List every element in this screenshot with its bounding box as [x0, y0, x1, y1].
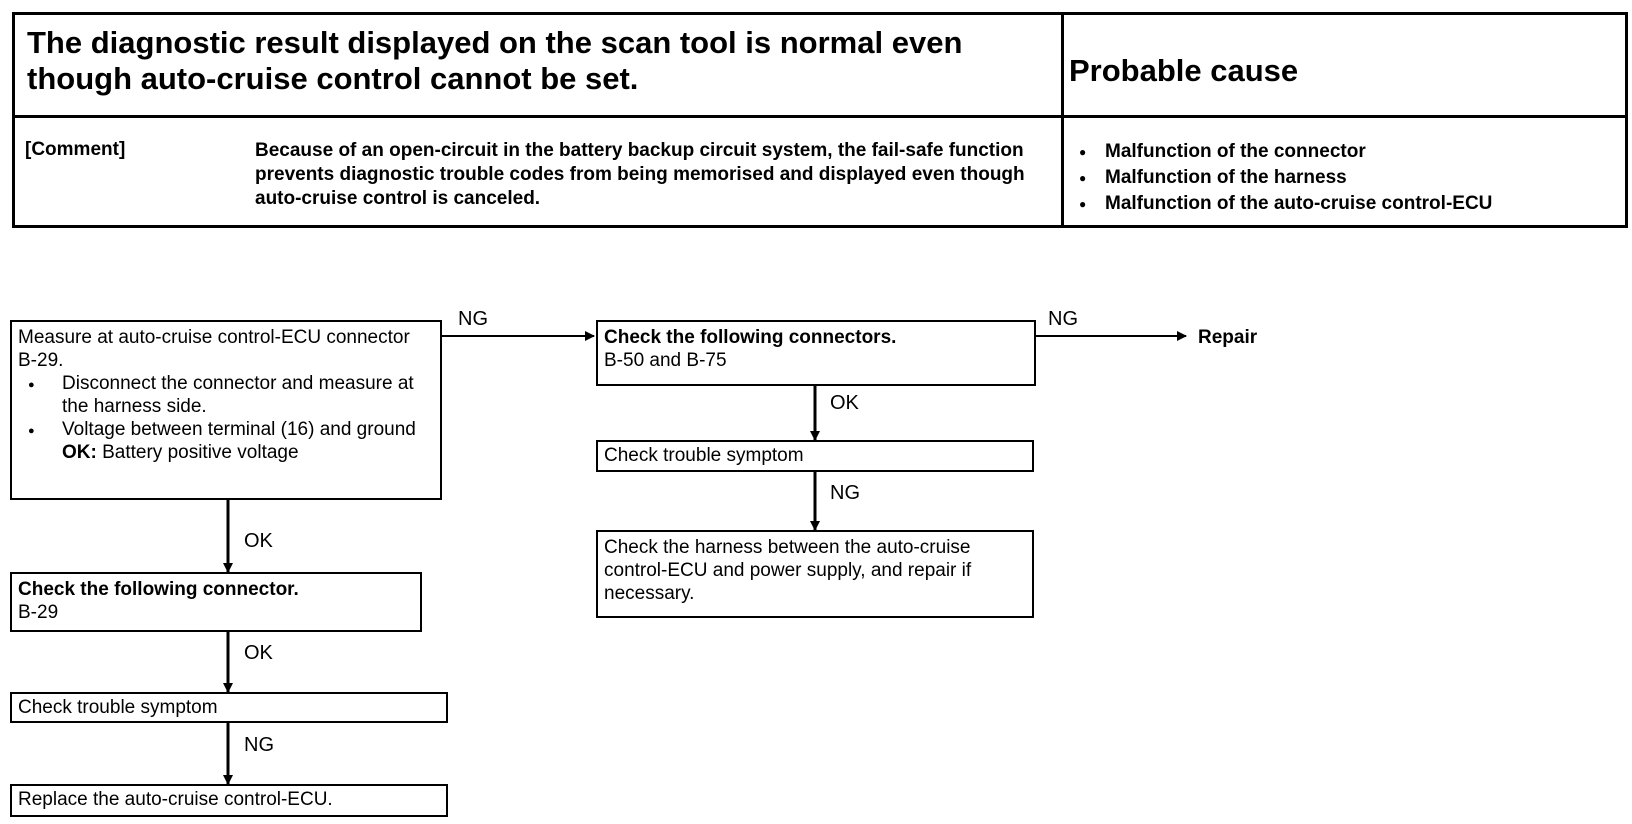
check-connector-detail: B-29: [18, 602, 59, 623]
measure-voltage-box: Measure at auto-cruise control-ECU conne…: [10, 320, 442, 500]
comment-text: Because of an open-circuit in the batter…: [255, 140, 1025, 209]
check-connector-box: Check the following connector. B-29: [10, 572, 422, 632]
check-connectors-detail: B-50 and B-75: [604, 350, 727, 371]
diagnosis-header-table: The diagnostic result displayed on the s…: [12, 12, 1628, 228]
measure-ng-label: NG: [458, 308, 488, 330]
cause-item: Malfunction of the connector: [1071, 139, 1492, 165]
connectors-ng-label: NG: [1048, 308, 1078, 330]
check-harness-text: Check the harness between the auto-cruis…: [604, 537, 972, 604]
check-symptom-left-text: Check trouble symptom: [18, 697, 218, 718]
ok-criterion-label: OK:: [62, 442, 97, 463]
ok-criterion-value: Battery positive voltage: [102, 442, 299, 463]
check-symptom-left-box: Check trouble symptom: [10, 692, 448, 723]
measure-step: Voltage between terminal (16) and ground: [18, 418, 434, 443]
symptom-right-ng-label: NG: [830, 482, 860, 504]
check-connectors-box: Check the following connectors. B-50 and…: [596, 320, 1036, 386]
connectors-ok-label: OK: [830, 392, 859, 414]
check-connectors-title: Check the following connectors.: [604, 327, 897, 348]
symptom-left-ng-label: NG: [244, 734, 274, 756]
check-symptom-right-text: Check trouble symptom: [604, 445, 804, 466]
column-divider: [1061, 15, 1064, 225]
check-symptom-right-box: Check trouble symptom: [596, 440, 1034, 472]
replace-ecu-box: Replace the auto-cruise control-ECU.: [10, 784, 448, 817]
symptom-title: The diagnostic result displayed on the s…: [27, 25, 963, 96]
measure-ok-label: OK: [244, 530, 273, 552]
measure-step: Disconnect the connector and measure at …: [18, 372, 434, 418]
row-divider: [15, 115, 1625, 118]
measure-steps: Disconnect the connector and measure at …: [18, 372, 434, 443]
measure-intro: Measure at auto-cruise control-ECU conne…: [18, 327, 410, 371]
cause-item: Malfunction of the harness: [1071, 165, 1492, 191]
probable-cause-list: Malfunction of the connector Malfunction…: [1071, 139, 1492, 217]
replace-ecu-text: Replace the auto-cruise control-ECU.: [18, 789, 333, 810]
check-harness-box: Check the harness between the auto-cruis…: [596, 530, 1034, 618]
probable-cause-heading: Probable cause: [1069, 53, 1299, 88]
check-connector-title: Check the following connector.: [18, 579, 299, 600]
cause-item: Malfunction of the auto-cruise control-E…: [1071, 191, 1492, 217]
connector-ok-label: OK: [244, 642, 273, 664]
measure-ok-criterion: OK: Battery positive voltage: [18, 441, 434, 464]
repair-label: Repair: [1198, 327, 1258, 348]
comment-label: [Comment]: [25, 139, 126, 160]
